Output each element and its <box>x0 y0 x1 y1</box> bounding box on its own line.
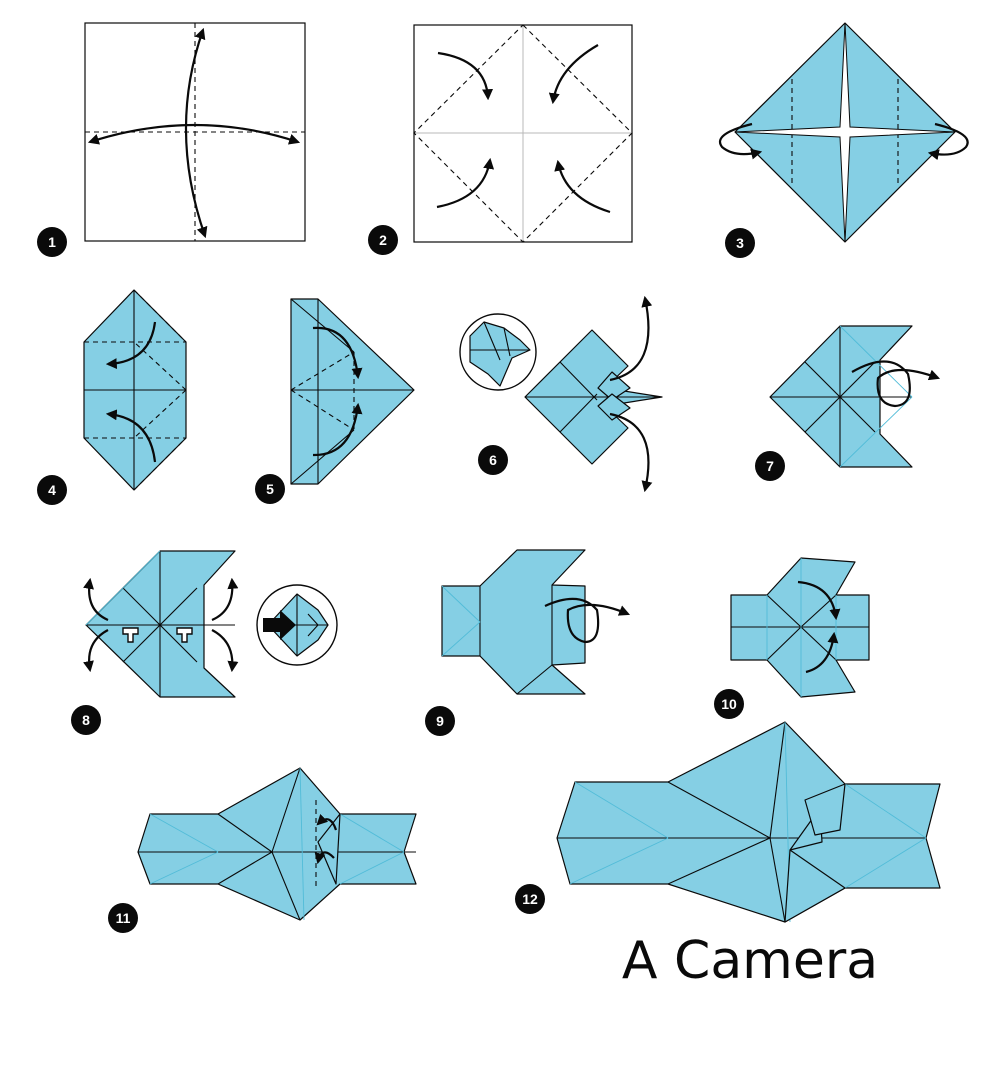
fold-arrow-icon <box>211 629 239 673</box>
turn-over-arrow-icon <box>851 360 941 408</box>
step-badge: 12 <box>515 884 545 914</box>
push-arrow-icon <box>122 627 139 643</box>
step-7-diagram <box>769 325 941 468</box>
fold-arrow-icon <box>83 629 109 673</box>
svg-text:7: 7 <box>766 458 774 474</box>
step-badge: 4 <box>37 475 67 505</box>
zoom-circle-icon <box>459 313 537 391</box>
step-1-diagram <box>84 22 306 242</box>
svg-text:12: 12 <box>522 891 538 907</box>
svg-text:1: 1 <box>48 234 56 250</box>
fold-arrow-icon <box>105 321 157 370</box>
push-arrow-icon <box>176 627 193 643</box>
svg-text:3: 3 <box>736 235 744 251</box>
svg-text:2: 2 <box>379 232 387 248</box>
svg-text:4: 4 <box>48 482 56 498</box>
step-8-diagram <box>83 550 338 698</box>
step-badge: 9 <box>425 706 455 736</box>
step-12-diagram <box>556 721 941 923</box>
step-badge: 5 <box>255 474 285 504</box>
svg-text:9: 9 <box>436 713 444 729</box>
step-badge: 7 <box>755 451 785 481</box>
svg-text:6: 6 <box>489 452 497 468</box>
step-badge: 11 <box>108 903 138 933</box>
diagram-title: A Camera <box>622 931 878 991</box>
step-badge: 2 <box>368 225 398 255</box>
step-badge: 6 <box>478 445 508 475</box>
step-10-diagram <box>730 557 870 698</box>
fold-arrow-icon <box>797 580 841 621</box>
fold-arrow-icon <box>105 409 157 463</box>
fold-arrow-icon <box>211 577 239 622</box>
fold-arrow-icon <box>437 51 494 101</box>
step-badge: 10 <box>714 689 744 719</box>
fold-arrow-icon <box>316 813 338 831</box>
step-6-diagram <box>459 295 663 493</box>
fold-arrow-icon <box>554 159 611 214</box>
step-badge: 8 <box>71 705 101 735</box>
fold-arrow-icon <box>314 851 335 865</box>
step-badge: 3 <box>725 228 755 258</box>
fold-arrow-icon <box>436 157 495 209</box>
fold-arrow-icon <box>184 27 208 239</box>
fold-arrow-icon <box>609 412 653 493</box>
step-5-diagram <box>290 298 415 485</box>
step-9-diagram <box>441 549 631 695</box>
fold-arrow-icon <box>83 577 109 622</box>
turn-over-arrow-icon <box>927 122 969 161</box>
svg-text:8: 8 <box>82 712 90 728</box>
fold-arrow-icon <box>312 402 363 457</box>
step-11-diagram <box>137 767 417 921</box>
turn-over-arrow-icon <box>544 597 631 644</box>
step-badge: 1 <box>37 227 67 257</box>
squash-arrow-icon <box>263 610 296 640</box>
svg-text:11: 11 <box>116 910 131 926</box>
step-4-diagram <box>83 289 187 491</box>
step-3-diagram <box>719 22 969 243</box>
fold-arrow-icon <box>805 631 839 674</box>
step-2-diagram <box>413 24 633 243</box>
fold-arrow-icon <box>87 123 301 145</box>
fold-arrow-icon <box>548 44 599 105</box>
fold-arrow-icon <box>609 295 653 382</box>
turn-over-arrow-icon <box>719 122 763 160</box>
fold-arrow-icon <box>312 326 363 380</box>
svg-text:5: 5 <box>266 481 274 497</box>
zoom-circle-icon <box>256 584 338 666</box>
svg-text:10: 10 <box>721 696 737 712</box>
